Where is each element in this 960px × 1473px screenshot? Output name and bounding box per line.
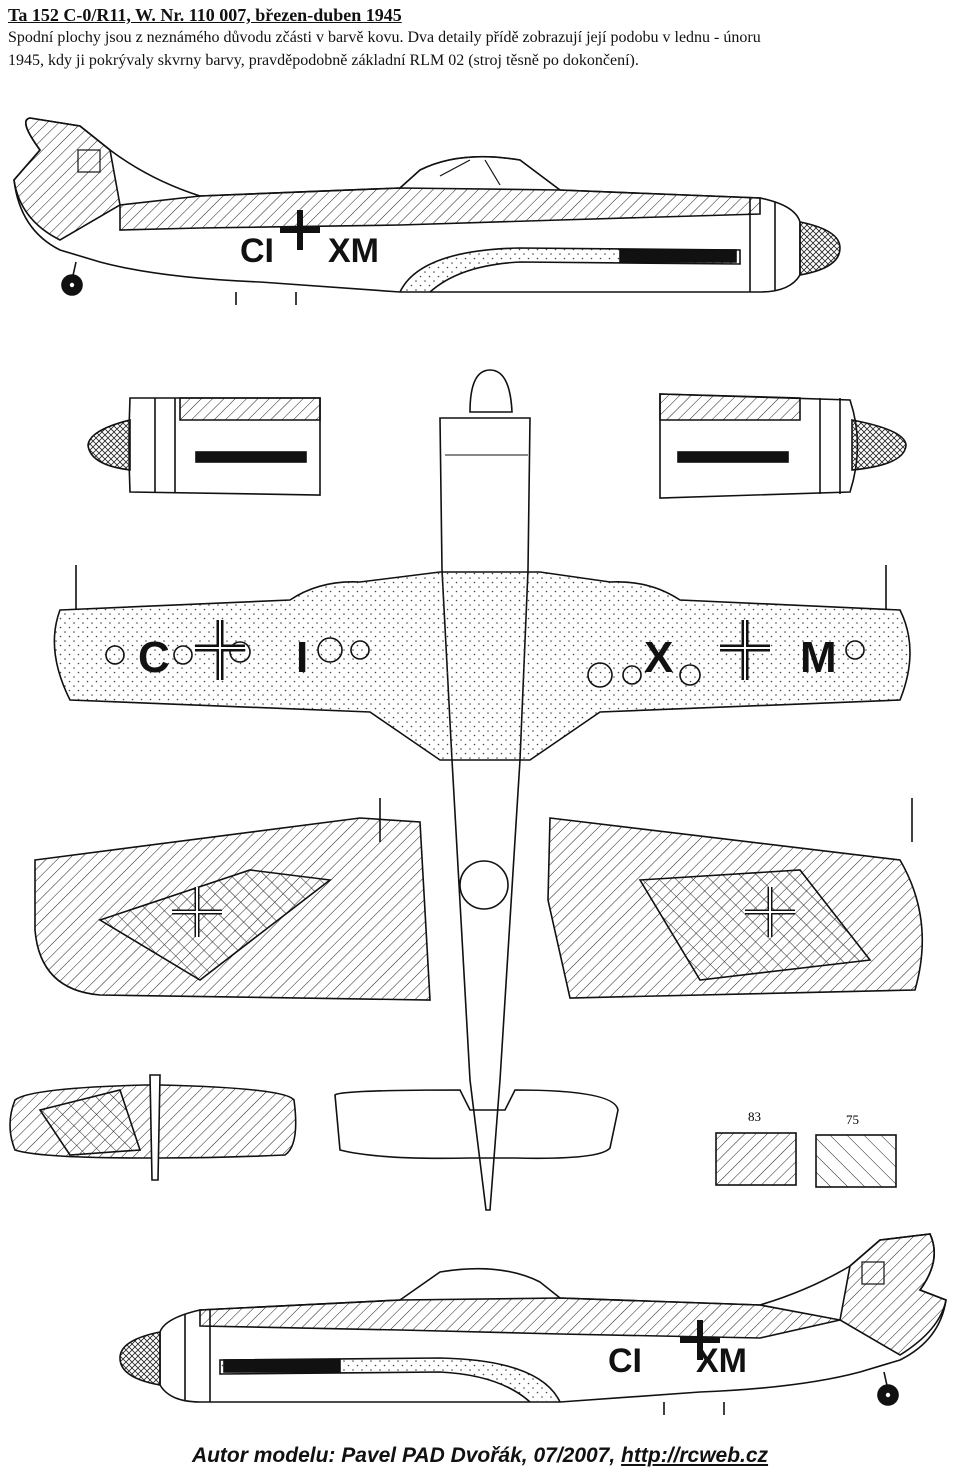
page-title: Ta 152 C-0/R11, W. Nr. 110 007, březen-d… [8,5,402,25]
side-view-top [13,117,841,305]
wing-code-x: X [644,633,673,682]
swatch-83 [715,1132,797,1186]
author-text: Autor modelu: Pavel PAD Dvořák, 07/2007, [191,1444,622,1467]
wing-code-m: M [800,633,837,682]
side-code-right-bottom: XM [696,1342,747,1380]
website-link[interactable]: http://rcweb.cz [621,1444,769,1467]
side-code-right-top: XM [328,232,379,270]
swatch-75-label: 75 [846,1112,859,1127]
header: Ta 152 C-0/R11, W. Nr. 110 007, březen-d… [8,4,958,72]
side-code-left-top: CI [240,232,274,270]
side-view-bottom [119,1233,947,1415]
side-code-left-bottom: CI [608,1342,642,1380]
nose-detail-right [659,393,907,499]
underside-plan-view [9,369,924,1211]
wing-code-i: I [296,633,308,682]
footer-credit: Autor modelu: Pavel PAD Dvořák, 07/2007,… [0,1443,960,1469]
wing-code-c: C [138,633,170,682]
nose-detail-left [87,397,321,496]
color-legend: 83 75 [715,1109,897,1188]
swatch-83-label: 83 [748,1109,761,1124]
swatch-75 [815,1134,897,1188]
description-text: Spodní plochy jsou z neznámého důvodu zč… [8,29,761,69]
